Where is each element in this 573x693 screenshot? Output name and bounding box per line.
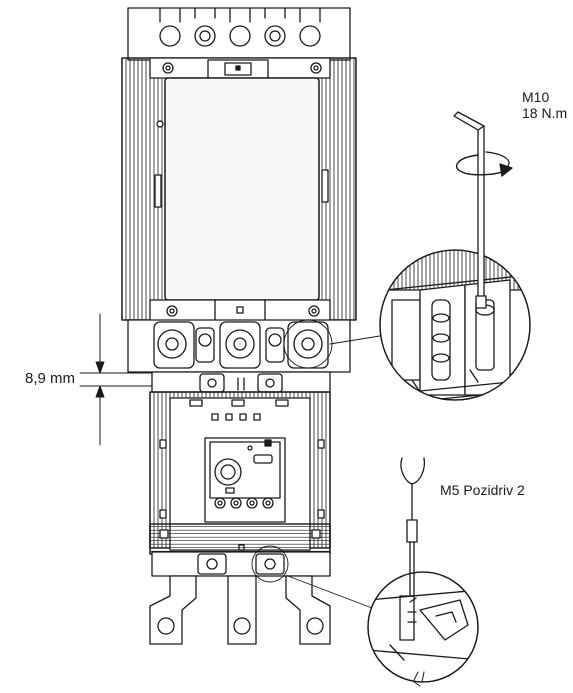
gap-dimension-label: 8,9 mm <box>25 370 76 387</box>
hex-key-size-label: M10 <box>522 89 550 105</box>
screw-spec-label: M5 Pozidriv 2 <box>440 482 525 498</box>
contactor-body <box>121 7 357 373</box>
torque-label: 18 N.m <box>522 105 568 121</box>
bottom-detail-magnifier <box>367 571 479 683</box>
screwdriver-icon <box>400 457 426 597</box>
gap-dimension <box>79 313 153 446</box>
connection-strip <box>151 371 331 393</box>
top-terminals <box>159 7 321 47</box>
overload-relay-body <box>149 391 331 583</box>
top-detail-magnifier <box>379 249 531 401</box>
rotation-arrow-icon <box>455 151 513 177</box>
hex-key-icon <box>453 111 487 309</box>
output-busbars <box>149 575 331 645</box>
